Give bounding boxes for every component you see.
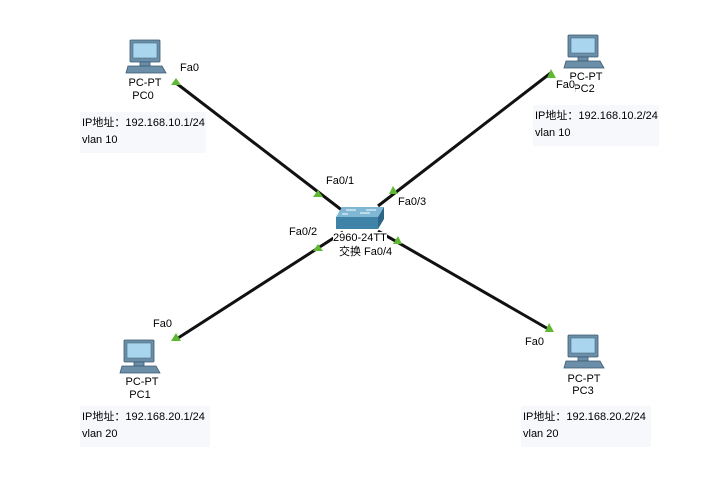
pc0-ip: IP地址：192.168.10.1/24 xyxy=(82,117,205,129)
port-light-switch-fa0-2 xyxy=(313,244,323,251)
link-pc3-switch[interactable] xyxy=(377,229,551,332)
port-light-switch-fa0-3 xyxy=(389,186,398,194)
pc2-icon[interactable] xyxy=(563,34,605,69)
pc1-ip: IP地址：192.168.20.1/24 xyxy=(82,411,205,423)
port-light-pc0 xyxy=(171,78,181,85)
pc2-model: PC-PT xyxy=(569,71,603,83)
port-light-pc2 xyxy=(547,69,556,78)
pc3-vlan: vlan 20 xyxy=(523,428,559,440)
pc0-note: IP地址：192.168.10.1/24 vlan 10 xyxy=(80,112,206,153)
switch-model: 2960-24TT xyxy=(333,232,387,245)
pc3-name: PC3 xyxy=(572,385,594,397)
pc1-port-label: Fa0 xyxy=(153,318,172,330)
pc1-name: PC1 xyxy=(129,389,151,401)
switch-icon[interactable] xyxy=(336,207,384,229)
pc0-icon[interactable] xyxy=(125,39,167,74)
switch-port-fa0-2-label: Fa0/2 xyxy=(289,226,318,238)
pc1-icon[interactable] xyxy=(119,339,161,374)
pc2-vlan: vlan 10 xyxy=(535,127,571,139)
port-light-switch-fa0-1 xyxy=(313,190,323,197)
pc2-ip: IP地址：192.168.10.2/24 xyxy=(535,110,658,122)
pc3-port-label: Fa0 xyxy=(525,336,544,348)
link-pc0-switch[interactable] xyxy=(175,81,344,213)
port-light-pc3 xyxy=(545,323,554,332)
pc3-note: IP地址：192.168.20.2/24 vlan 20 xyxy=(521,406,651,447)
switch-name: 交换 xyxy=(339,246,361,258)
pc0-model: PC-PT xyxy=(128,77,162,89)
pc3-ip: IP地址：192.168.20.2/24 xyxy=(523,411,646,423)
port-light-pc1 xyxy=(171,333,181,341)
pc2-port-label: Fa0 xyxy=(556,79,575,92)
pc3-model: PC-PT xyxy=(567,373,601,385)
pc1-model: PC-PT xyxy=(125,376,159,388)
switch-port-fa0-4-label: Fa0/4 xyxy=(364,246,393,258)
port-light-switch-fa0-4 xyxy=(393,236,402,244)
pc0-port-label: Fa0 xyxy=(180,62,199,74)
pc3-icon[interactable] xyxy=(563,334,605,369)
pc0-vlan: vlan 10 xyxy=(82,134,118,146)
pc2-note: IP地址：192.168.10.2/24 vlan 10 xyxy=(533,105,659,146)
pc2-name: PC2 xyxy=(573,83,595,95)
pc0-name: PC0 xyxy=(132,90,154,102)
link-pc2-switch[interactable] xyxy=(377,70,553,208)
pc1-note: IP地址：192.168.20.1/24 vlan 20 xyxy=(80,406,210,447)
pc1-vlan: vlan 20 xyxy=(82,428,118,440)
switch-port-fa0-1-label: Fa0/1 xyxy=(326,175,355,187)
switch-port-fa0-3-label: Fa0/3 xyxy=(398,196,427,208)
